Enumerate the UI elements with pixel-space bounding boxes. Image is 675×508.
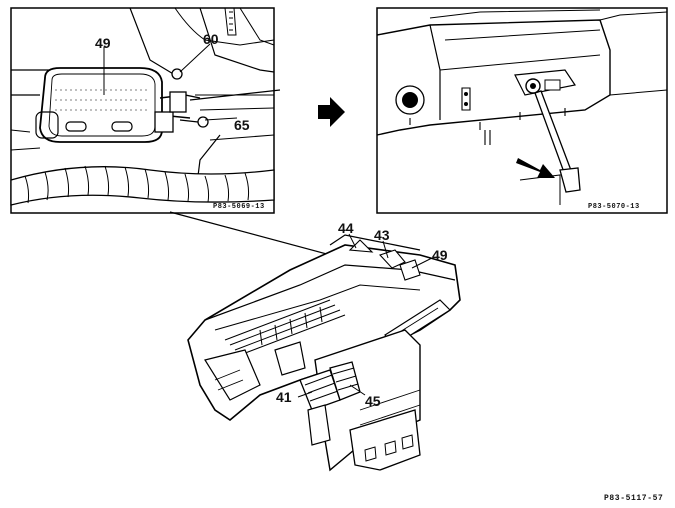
lever-tool (534, 90, 581, 193)
vacuum-element-49 (35, 67, 163, 143)
detail-left-ref-code: P83-5069-13 (213, 203, 265, 211)
label-49-detail: 49 (95, 35, 111, 51)
label-65: 65 (234, 117, 250, 133)
diagonal-arrow-icon (516, 158, 555, 178)
label-43: 43 (374, 227, 390, 243)
air-duct-41 (299, 369, 341, 411)
figure-code: P83-5117-57 (604, 494, 663, 503)
main-assembly: 44 43 49 41 45 (169, 211, 461, 472)
right-arrow-icon (318, 97, 345, 127)
label-60: 60 (203, 31, 219, 47)
corrugated-hose (10, 165, 275, 206)
label-49-main: 49 (432, 247, 448, 263)
detail-right-panel: P83-5070-13 (376, 7, 668, 214)
label-41: 41 (276, 389, 292, 405)
detail-left-panel: 49 60 65 P83-5069-13 (10, 7, 281, 214)
detail-right-ref-code: P83-5070-13 (588, 203, 640, 211)
label-45: 45 (365, 393, 381, 409)
label-44: 44 (338, 220, 354, 236)
